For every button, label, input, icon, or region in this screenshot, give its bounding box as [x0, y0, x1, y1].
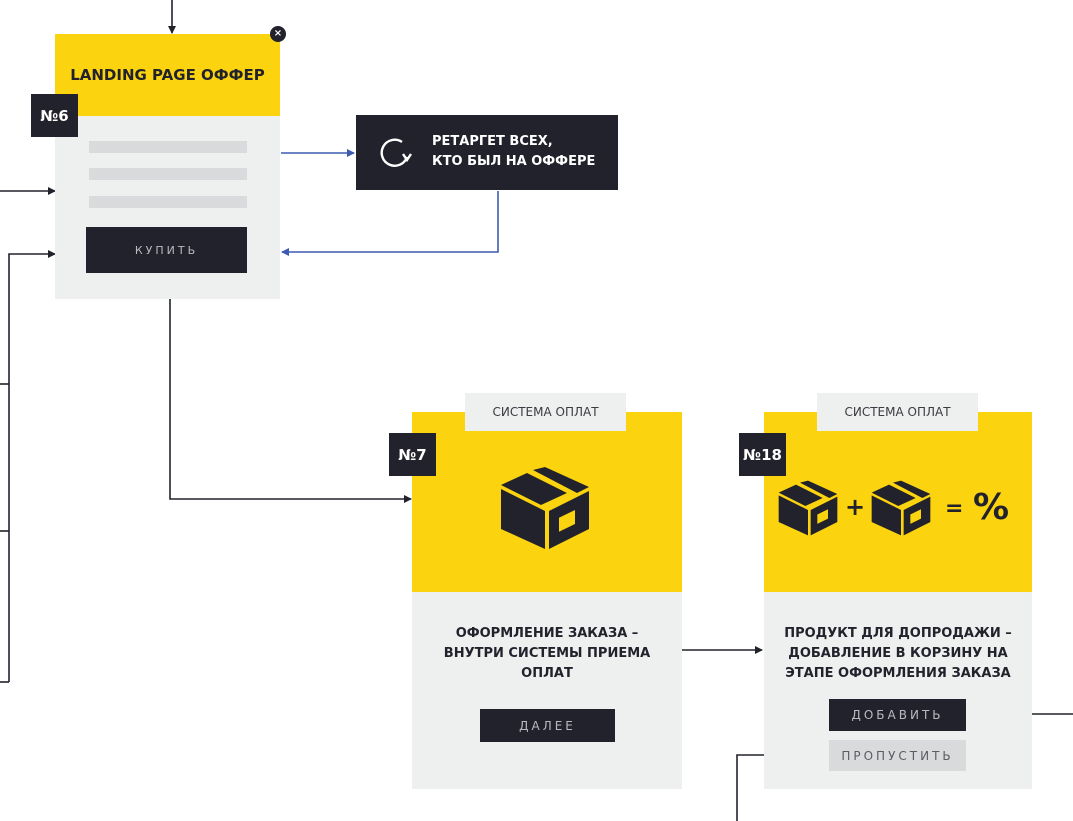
connector-from-retarget — [281, 191, 499, 256]
buy-button[interactable]: КУПИТЬ — [86, 227, 247, 273]
card7-body — [412, 592, 682, 789]
card7-number-badge: №7 — [389, 433, 436, 476]
card7-title-line-3: ОПЛАТ — [521, 666, 573, 681]
card18-tab: СИСТЕМА ОПЛАТ — [817, 393, 978, 431]
box-icon — [501, 467, 589, 549]
card18-number-badge: №18 — [739, 433, 786, 476]
retarget-line-1: РЕТАРГЕТ ВСЕХ, — [432, 134, 553, 149]
card6-field-2[interactable] — [89, 168, 247, 180]
retarget-line-2: КТО БЫЛ НА ОФФЕРЕ — [432, 154, 596, 169]
card6-number-badge: №6 — [31, 94, 78, 137]
add-button[interactable]: ДОБАВИТЬ — [829, 699, 966, 731]
card6-field-1[interactable] — [89, 141, 247, 153]
next-button[interactable]: ДАЛЕЕ — [480, 709, 615, 742]
formula-equals: = — [945, 496, 964, 521]
card7-title: ОФОРМЛЕНИЕ ЗАКАЗА – ВНУТРИ СИСТЕМЫ ПРИЕМ… — [412, 624, 682, 684]
connector-left-bracket — [8, 250, 56, 682]
card6-title: LANDING PAGE ОФФЕР — [70, 66, 265, 84]
connector-buy-to-card7 — [169, 275, 412, 503]
card7-title-line-1: ОФОРМЛЕНИЕ ЗАКАЗА – — [455, 626, 639, 641]
skip-button[interactable]: ПРОПУСТИТЬ — [829, 740, 966, 771]
card6-header — [55, 34, 280, 116]
card18-title-line-3: ЭТАПЕ ОФОРМЛЕНИЯ ЗАКАЗА — [785, 666, 1011, 681]
card7-title-line-2: ВНУТРИ СИСТЕМЫ ПРИЕМА — [443, 646, 651, 661]
box-icon-2 — [871, 480, 931, 536]
box-icon-1 — [778, 480, 838, 536]
formula-plus: + — [845, 493, 866, 521]
retarget-box: РЕТАРГЕТ ВСЕХ, КТО БЫЛ НА ОФФЕРЕ — [356, 115, 618, 190]
formula-percent: % — [973, 487, 1010, 528]
close-button[interactable]: × — [270, 26, 286, 42]
card18-title-line-2: ДОБАВЛЕНИЕ В КОРЗИНУ НА — [788, 646, 1008, 661]
card18-title: ПРОДУКТ ДЛЯ ДОПРОДАЖИ – ДОБАВЛЕНИЕ В КОР… — [764, 624, 1032, 684]
card6-field-3[interactable] — [89, 196, 247, 208]
card7-tab: СИСТЕМА ОПЛАТ — [465, 393, 626, 431]
refresh-icon — [380, 138, 412, 167]
close-icon: × — [273, 28, 283, 39]
card18-title-line-1: ПРОДУКТ ДЛЯ ДОПРОДАЖИ – — [784, 626, 1012, 641]
